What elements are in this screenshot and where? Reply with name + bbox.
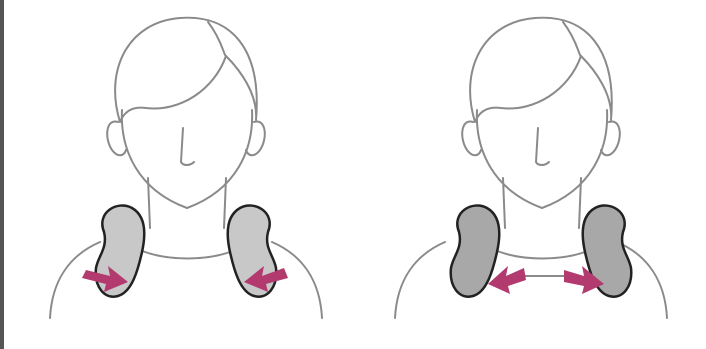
face-left: [122, 110, 252, 208]
hair-left: [115, 18, 257, 122]
left-border: [0, 0, 4, 349]
collar-right: [490, 248, 595, 259]
nose-right: [536, 128, 549, 165]
ear-left-2: [246, 121, 265, 155]
figure-right: [395, 18, 667, 318]
ear-right-2: [601, 121, 620, 155]
collar-left: [135, 248, 240, 259]
nose-left: [181, 128, 194, 165]
neck-right: [503, 178, 581, 228]
figure-left: [50, 18, 322, 318]
neck-left: [148, 178, 226, 228]
face-right: [477, 110, 607, 208]
arrow-outward-left: [488, 266, 526, 294]
hair-right: [470, 18, 612, 122]
